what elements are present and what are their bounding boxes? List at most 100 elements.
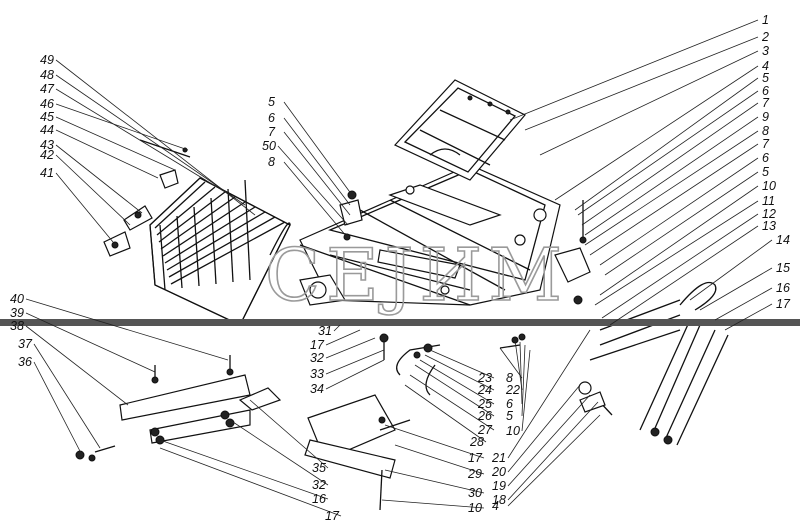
right-assembly [554,200,729,446]
leader-line [419,359,495,405]
leader-line [55,88,231,196]
part-number-label: 36 [18,355,32,369]
part-number-label: 7 [762,96,770,110]
grate-bar [170,221,286,285]
part-number-label: 45 [40,110,54,124]
part-number-label: 6 [506,397,513,411]
part-number-label: 13 [762,219,776,233]
grate-bar [158,191,226,243]
leader-line [325,337,376,359]
leader-line [159,447,342,517]
grate-crossbar [244,179,251,281]
leader-line [584,116,759,236]
leader-line [599,185,759,296]
grate-crossbar [176,215,183,289]
leader-line [514,339,523,391]
leader-line [249,399,329,469]
watermark: СЕЈИМ [265,233,568,317]
leader-line [581,102,759,226]
leader-line [429,349,495,379]
leader-line [604,171,759,276]
part-number-label: 4 [492,499,499,513]
part-number-label: 7 [268,125,276,139]
leader-line [384,424,485,459]
grate-bar [166,211,266,271]
part-number-label: 8 [268,155,275,169]
part-number-label: 41 [40,166,54,180]
part-number-label: 27 [477,423,493,437]
part-number-label: 23 [477,371,492,385]
leader-line [25,325,129,406]
leader-line [539,50,759,156]
part-number-label: 26 [477,409,492,423]
overlay-band [0,319,800,326]
part-number-label: 3 [762,44,769,58]
part-number-label: 20 [491,465,506,479]
leader-line [507,394,591,487]
part-number-label: 38 [10,319,24,333]
part-number-label: 10 [506,424,520,438]
part-number-label: 5 [506,409,513,423]
leader-line [55,154,131,226]
part-number-label: 43 [40,138,54,152]
part-number-label: 8 [762,124,769,138]
leader-line [584,130,759,246]
grate-crossbar [193,206,200,287]
leader-line [554,65,759,201]
part-number-label: 47 [40,82,55,96]
leader-line [325,359,385,390]
leader-line [55,103,189,151]
leader-line [507,384,581,473]
leader-line [521,344,526,417]
leader-line [55,172,114,243]
part-number-label: 21 [491,451,506,465]
leader-line [589,143,759,256]
leader-line [55,129,159,179]
grate-crossbar [210,197,217,285]
leader-line [699,267,773,311]
leader-line [283,117,351,206]
part-number-label: 19 [492,479,506,493]
part-number-label: 30 [468,486,482,500]
part-number-label: 8 [506,371,513,385]
leader-line [325,349,385,375]
leader-line [33,361,83,456]
part-number-label: 46 [40,97,54,111]
leader-line [55,116,176,171]
grate-crossbar [159,224,166,291]
leader-line [394,444,485,475]
part-number-label: 34 [310,382,324,396]
part-number-label: 5 [268,95,275,109]
part-number-label: 6 [268,111,275,125]
leader-line [609,225,759,326]
part-number-label: 25 [477,397,492,411]
part-number-label: 10 [468,501,482,515]
part-number-label: 6 [762,151,769,165]
leader-line [599,157,759,266]
part-number-label: 15 [776,261,790,275]
part-number-label: 35 [312,461,326,475]
leader-line [524,36,759,131]
part-number-label: 17 [468,451,483,465]
part-number-label: 1 [762,13,769,27]
part-number-label: 40 [10,292,24,306]
part-number-label: 37 [18,337,33,351]
part-number-label: 48 [40,68,54,82]
grate-bar [168,216,276,278]
part-number-label: 10 [762,179,776,193]
leader-line [277,145,349,226]
part-number-label: 16 [776,281,790,295]
leader-line [601,213,759,319]
top-platform [394,79,526,181]
part-number-label: 17 [325,509,340,523]
leader-line [519,341,523,405]
part-number-label: 4 [762,59,769,73]
leader-line [25,298,229,361]
leader-line [325,329,361,346]
leader-line [594,200,759,306]
leader-line [55,144,143,214]
leader-line [283,131,351,216]
grate-bar [154,181,206,229]
part-number-label: 2 [761,30,769,44]
